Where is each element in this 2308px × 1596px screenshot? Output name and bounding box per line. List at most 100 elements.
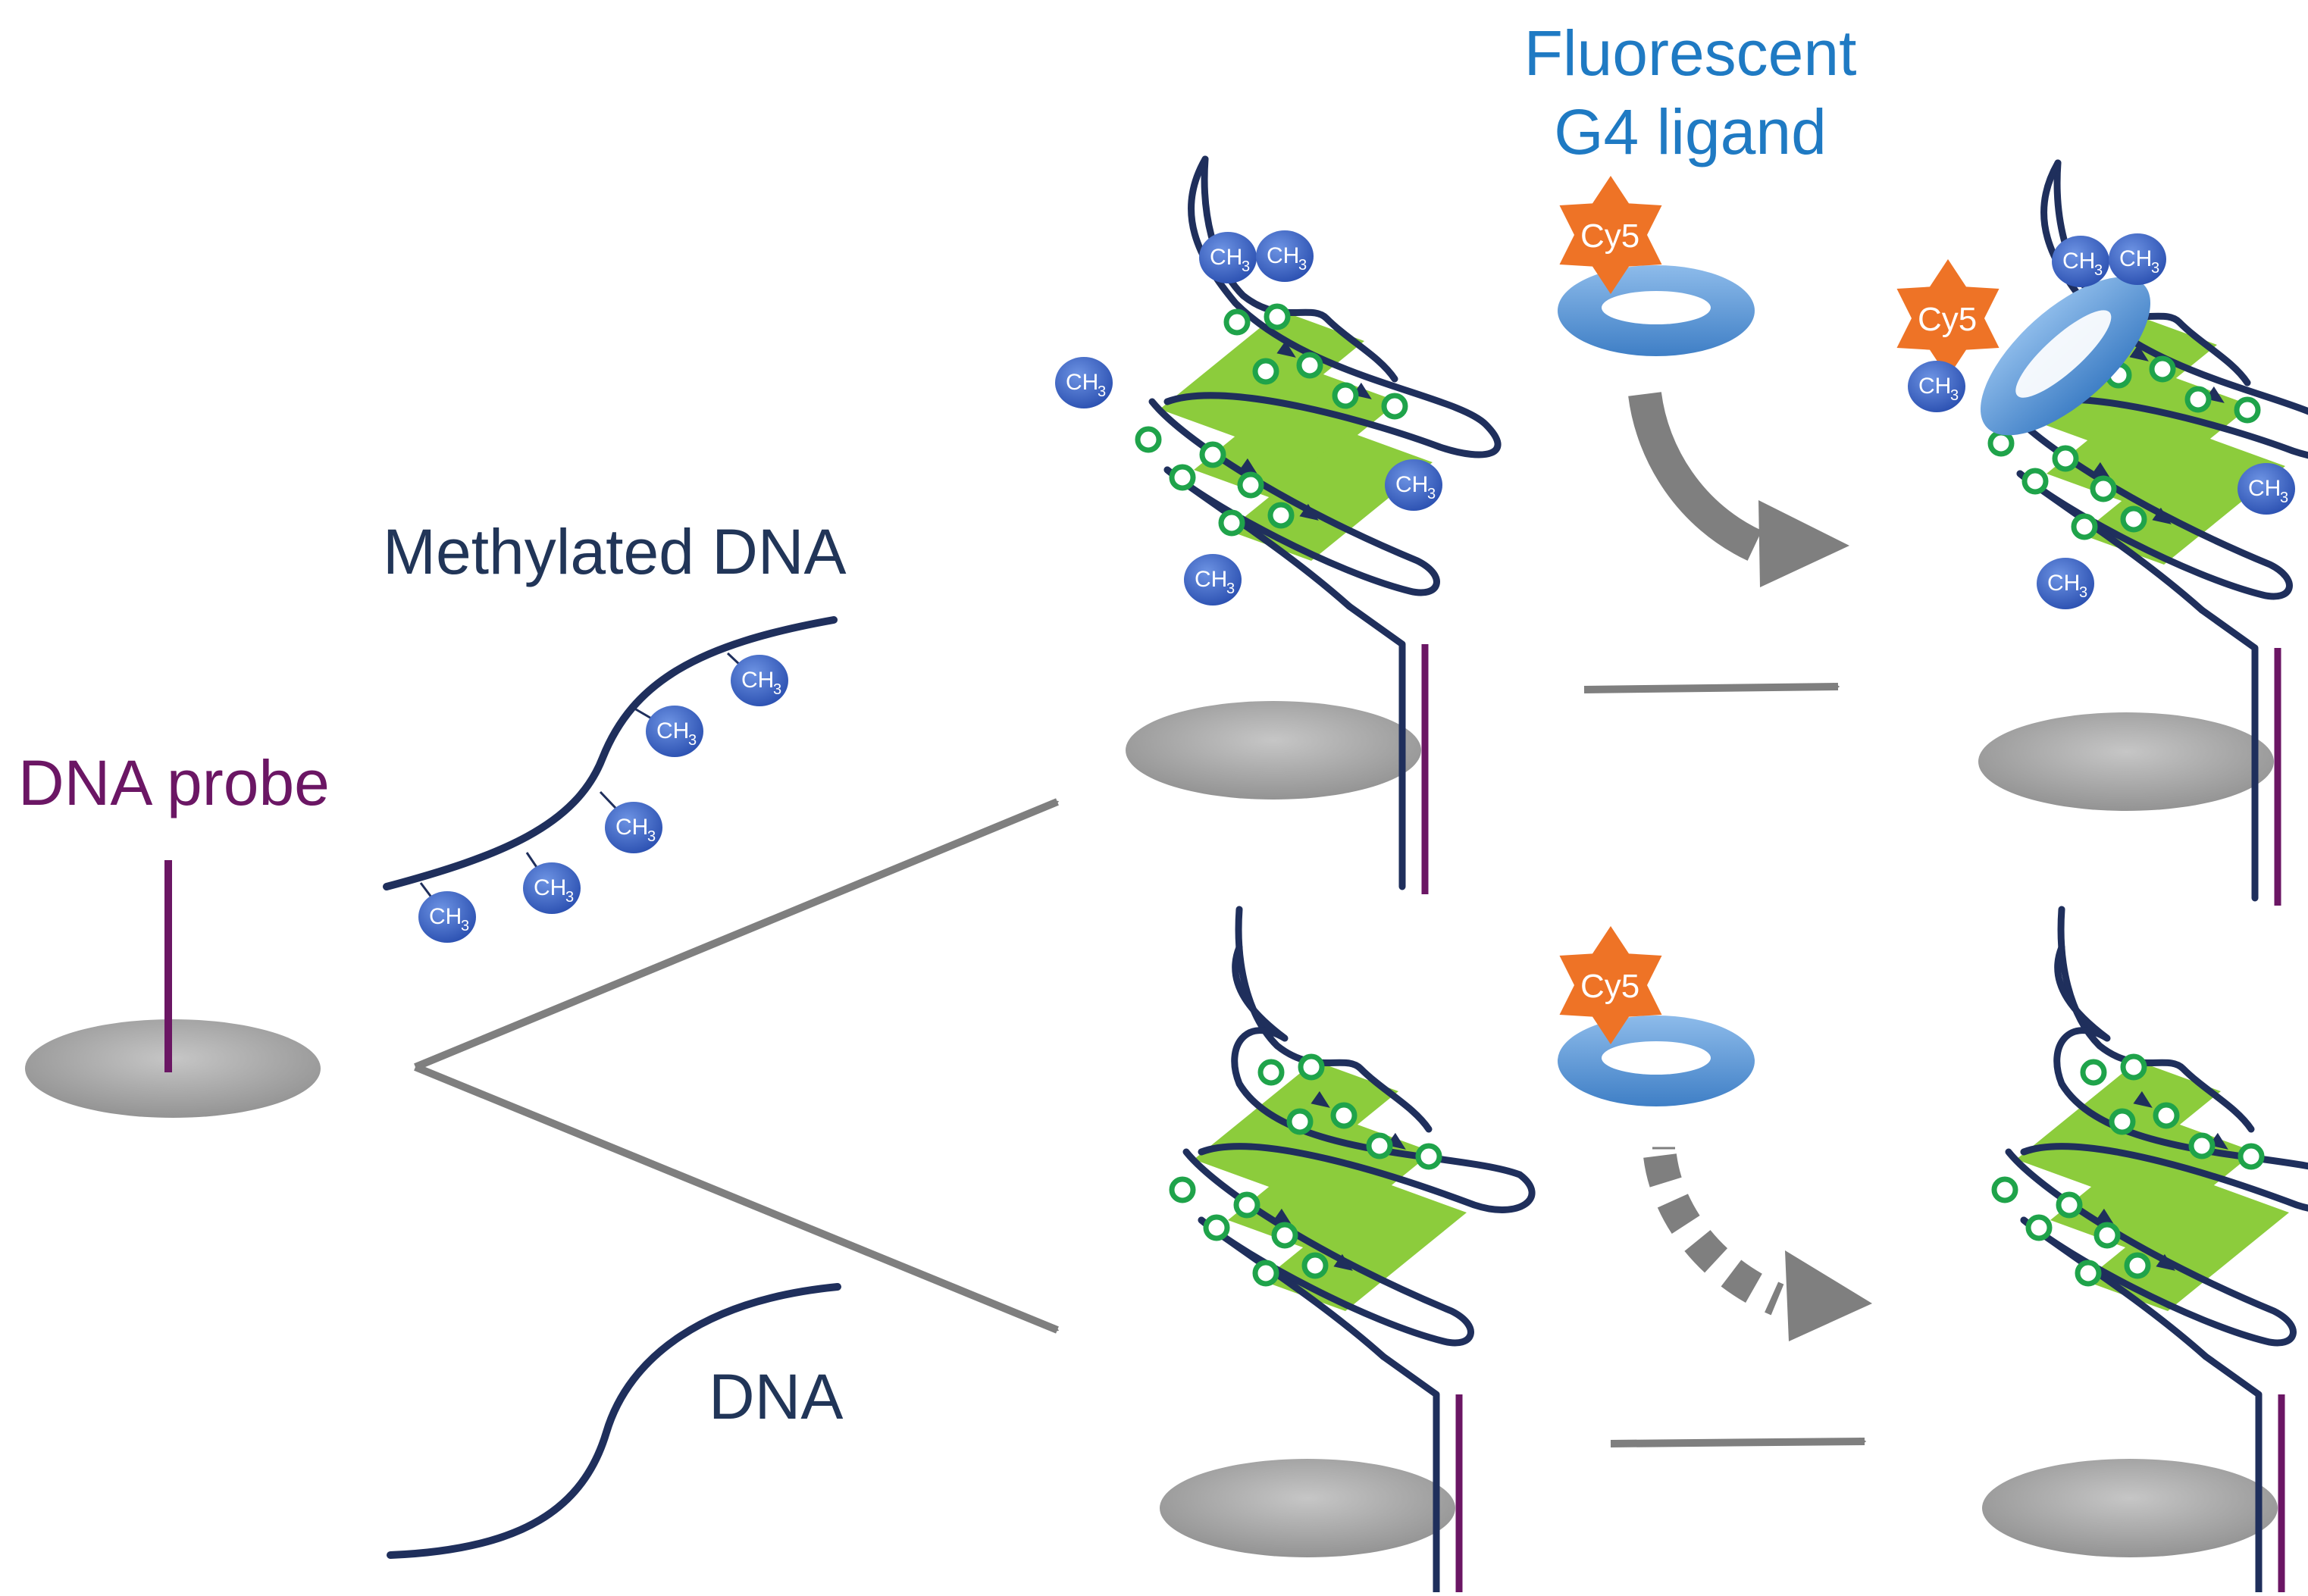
g-quartet-plane <box>2084 1182 2289 1311</box>
methylated-dna-strand <box>383 616 838 890</box>
guanine-marker <box>1332 382 1359 409</box>
label-fluorescent-g4-ligand: Fluorescent G4 ligand <box>1463 14 1918 171</box>
guanine-marker <box>1286 1108 1314 1135</box>
guanine-marker <box>1264 303 1291 330</box>
methyl-label: CH <box>741 668 774 693</box>
methyl-group: CH3 <box>2052 236 2109 287</box>
methyl-group: CH3 <box>731 655 788 706</box>
methyl-subscript: 3 <box>1226 581 1235 597</box>
g-quadruplex-loop <box>1182 1148 1474 1347</box>
methyl-subscript: 3 <box>1098 383 1106 400</box>
methyl-label: CH <box>2047 571 2080 596</box>
cy5-label: Cy5 <box>1918 301 1977 338</box>
guanine-marker <box>2093 1222 2121 1249</box>
surface-disc-bottom-right <box>1982 1459 2278 1557</box>
guanine-marker <box>1203 1214 1230 1241</box>
methyl-subscript: 3 <box>773 681 781 698</box>
methyl-subscript: 3 <box>647 828 656 845</box>
reaction-arrow-to-top <box>414 798 1057 1071</box>
methyl-label: CH <box>1395 472 1428 497</box>
methyl-label: CH <box>656 718 689 743</box>
methyl-subscript: 3 <box>2079 584 2087 601</box>
methyl-group: CH3 <box>523 862 581 914</box>
cy5-label: Cy5 <box>1580 968 1639 1005</box>
methyl-label: CH <box>2119 246 2152 271</box>
guanine-marker <box>2075 1260 2102 1287</box>
methyl-label: CH <box>1066 370 1098 395</box>
cy5-dye-star <box>1559 926 1662 1044</box>
reaction-arrow-top-right <box>1583 687 1838 693</box>
bound-ligand-ring <box>1980 277 2151 436</box>
guanine-marker <box>1298 1053 1325 1081</box>
no-binding-arrow-head <box>1785 1250 1872 1341</box>
methyl-label: CH <box>1267 243 1299 268</box>
methyl-group: CH3 <box>2238 463 2295 515</box>
methyl-subscript: 3 <box>2280 490 2288 506</box>
cy5-label: Cy5 <box>1580 217 1639 255</box>
methyl-label: CH <box>1195 567 1227 592</box>
methyl-label: CH <box>1918 374 1951 399</box>
methyl-bubble <box>2052 236 2109 287</box>
guanine-marker <box>1991 1176 2018 1203</box>
methyl-subscript: 3 <box>2151 260 2159 277</box>
guanine-marker <box>2234 396 2261 424</box>
guanine-marker <box>1267 502 1295 529</box>
methyl-bubble <box>1256 230 1314 282</box>
g-quadruplex-loop <box>1148 398 1440 596</box>
guanine-marker <box>1252 1260 1279 1287</box>
methyl-subscript: 3 <box>461 918 469 934</box>
guanine-marker <box>1233 1191 1260 1219</box>
guanine-marker <box>1169 464 1196 491</box>
g-quadruplex-stem <box>1345 602 1406 890</box>
g-quadruplex-loop <box>2005 1148 2297 1347</box>
methyl-bubble <box>2037 558 2094 609</box>
g-quadruplex-loop <box>2001 402 2293 600</box>
g-quartet-plane <box>1262 1182 1467 1311</box>
methyl-group: CH3 <box>2037 558 2094 609</box>
methyl-bubble <box>605 802 662 853</box>
binding-arrow-curve <box>1628 391 1762 561</box>
guanine-marker <box>1381 393 1408 420</box>
label-ligand-line2: G4 ligand <box>1554 96 1827 167</box>
methyl-label: CH <box>1210 245 1242 270</box>
dna-strand <box>387 1283 841 1559</box>
guanine-marker <box>1366 1132 1393 1159</box>
methyl-group: CH3 <box>1908 361 1965 412</box>
strand-direction-arrow <box>1333 1253 1353 1271</box>
methyl-group: CH3 <box>1256 230 1314 282</box>
label-dna: DNA <box>709 1361 844 1432</box>
methyl-bubble <box>1199 232 1257 283</box>
methyl-label: CH <box>2062 249 2095 274</box>
guanine-marker <box>2071 513 2098 540</box>
surface-disc-probe <box>25 1019 321 1118</box>
cy5-dye-star <box>1559 176 1662 294</box>
guanine-marker <box>1218 509 1245 537</box>
methyl-subscript: 3 <box>1427 486 1436 502</box>
g-quadruplex-stem <box>2198 606 2259 902</box>
label-ligand-line1: Fluorescent <box>1524 17 1857 89</box>
methyl-group: CH3 <box>1055 357 1113 408</box>
methyl-group: CH3 <box>605 802 662 853</box>
methyl-subscript: 3 <box>1950 387 1959 404</box>
g-quartet-plane <box>1228 432 1433 561</box>
g-quartet-plane <box>2081 436 2285 565</box>
guanine-marker <box>2025 1214 2053 1241</box>
guanine-marker <box>2238 1143 2265 1170</box>
strand-direction-arrow <box>2095 1208 2115 1225</box>
methyl-label: CH <box>2248 476 2281 501</box>
methyl-bubble <box>1385 459 1442 511</box>
methyl-subscript: 3 <box>1298 257 1307 274</box>
ligand-ring-hole <box>1602 1041 1711 1075</box>
guanine-marker <box>1415 1143 1442 1170</box>
binding-arrow-head <box>1758 500 1849 587</box>
methyl-bubble <box>731 655 788 706</box>
methyl-group: CH3 <box>1385 459 1442 511</box>
free-ligand-bottom: Cy5 <box>1558 926 1755 1106</box>
reaction-arrow-bottom-right <box>1610 1441 1865 1447</box>
strand-direction-arrow <box>2091 462 2111 479</box>
surface-disc-bottom-mid <box>1160 1459 1455 1557</box>
guanine-marker <box>1223 308 1251 336</box>
strand-direction-arrow <box>1276 340 1296 358</box>
guanine-marker <box>2052 445 2079 472</box>
